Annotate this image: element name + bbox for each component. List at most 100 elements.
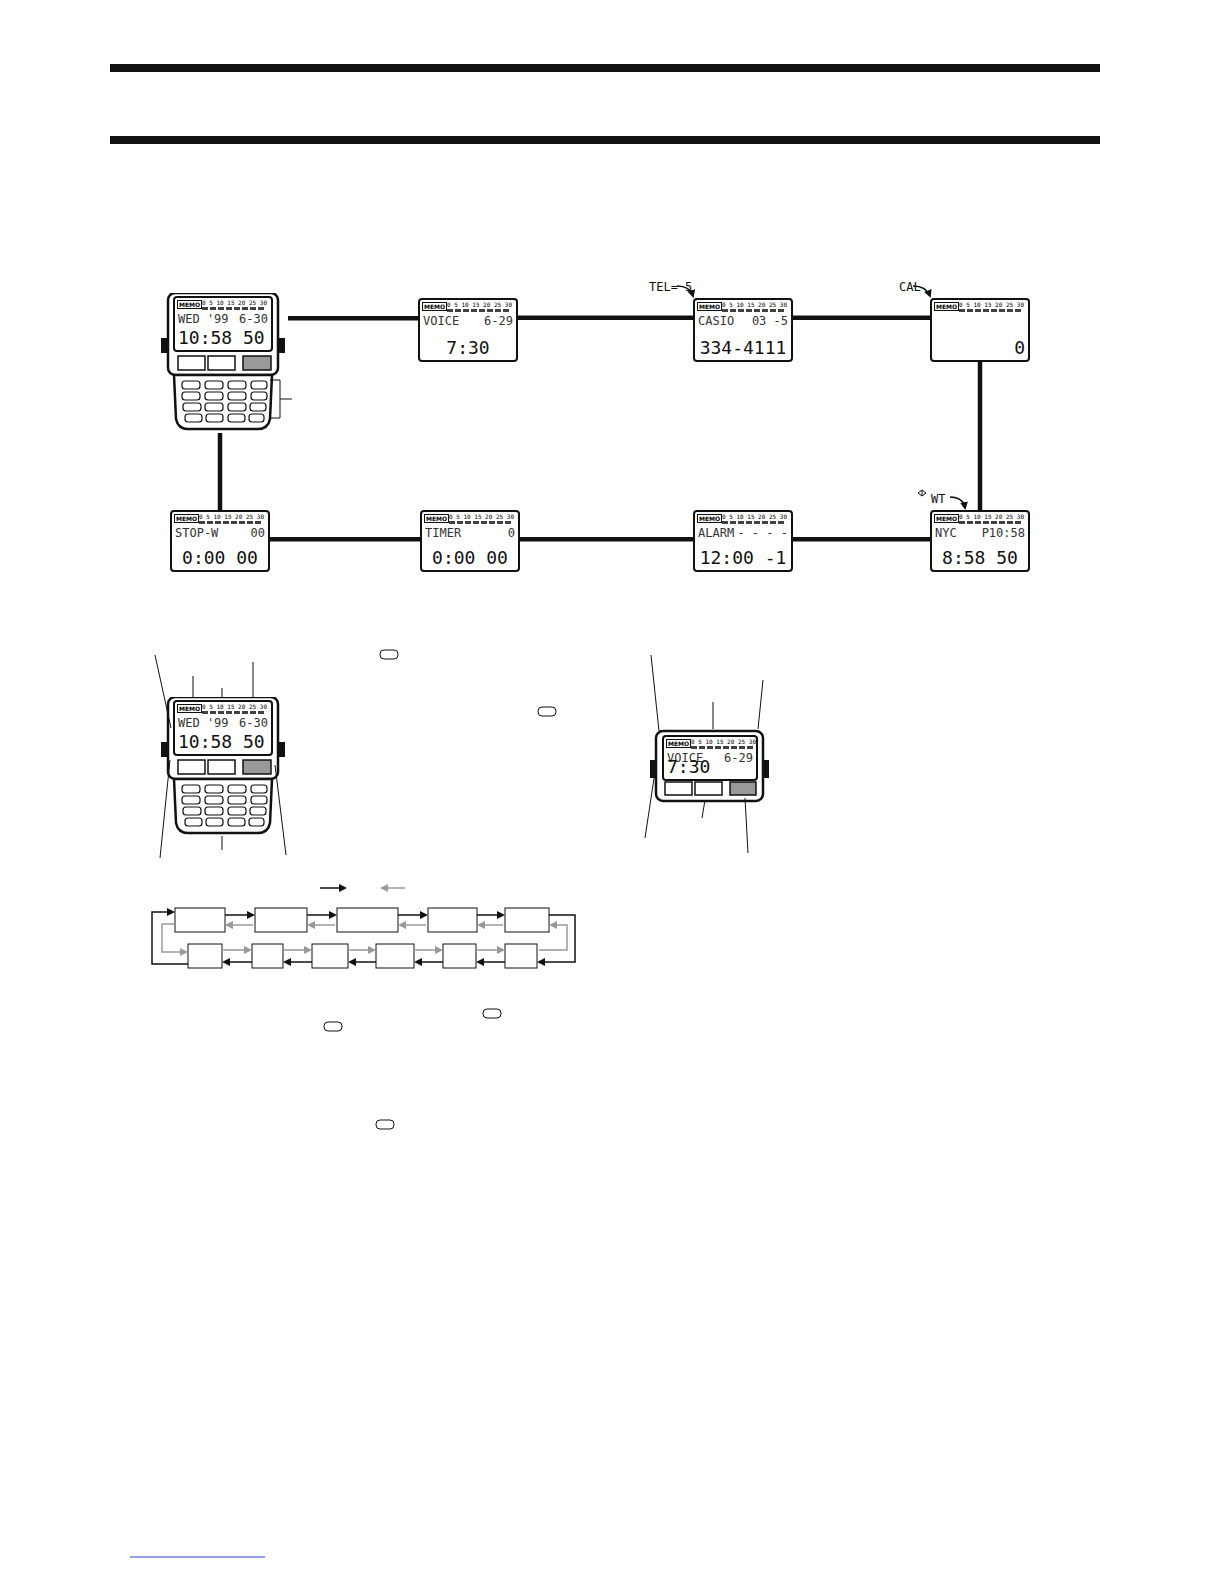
mode-connector	[793, 316, 930, 321]
digit-row: 12:00 -1	[698, 548, 788, 568]
lcd-screen: MEMO0 5 10 15 20 25 30 VOICE 6-29 7:30	[418, 298, 518, 362]
mode-connector	[218, 433, 223, 510]
upper-value: 00	[251, 526, 265, 540]
upper-row: NYC P10:58	[935, 526, 1025, 540]
upper-row: CASIO 03 -5	[698, 314, 788, 328]
digit-value: 0	[1014, 337, 1025, 358]
digit-value: 0:00 00	[182, 547, 258, 568]
lcd-screen: WTMEMO0 5 10 15 20 25 30NYCP10:588:58 50	[930, 510, 1030, 572]
day-scale: 0 5 10 15 20 25 30	[202, 703, 267, 710]
memo-indicator: MEMO	[424, 514, 449, 523]
digit-value: 8:58 50	[942, 547, 1018, 568]
digit-row: 8:58 50	[935, 548, 1025, 568]
memo-indicator: MEMO	[177, 300, 202, 309]
memo-indicator: MEMO	[177, 704, 202, 713]
day-scale: 0 5 10 15 20 25 30	[691, 738, 756, 745]
upper-value: 03 -5	[752, 314, 788, 328]
segment-bars	[449, 521, 513, 524]
mode-connector	[288, 316, 418, 321]
segment-bars	[202, 307, 266, 310]
digit-row: 0:00 00	[175, 548, 265, 568]
day-scale: 0 5 10 15 20 25 30	[199, 513, 264, 520]
mode-text: ALARM	[698, 526, 734, 540]
lcd-screen: MEMO0 5 10 15 20 25 30 TIMER 00:00 00	[420, 510, 520, 572]
digit-row: 7:30	[423, 338, 513, 358]
mode-heading: TEL= 5	[649, 280, 692, 294]
mode-text: TIMER	[425, 526, 461, 540]
segment-bars	[722, 521, 786, 524]
upper-value: P10:58	[982, 526, 1025, 540]
lcd-screen: MEMO0 5 10 15 20 25 30 WED '996-30 10:58 5…	[173, 296, 273, 352]
digit-value: 10:58 50	[178, 731, 265, 752]
mode-heading: WT	[931, 492, 945, 506]
digit-value: 0:00 00	[432, 547, 508, 568]
segment-bars	[959, 309, 1023, 312]
digit-value: 334-4111	[700, 337, 787, 358]
mode-connector	[270, 537, 420, 542]
mode-text: NYC	[935, 526, 957, 540]
lcd-screen: MEMO0 5 10 15 20 25 30VOICE6-297:30	[662, 735, 758, 781]
segment-bars	[447, 309, 511, 312]
day-scale: 0 5 10 15 20 25 30	[447, 301, 512, 308]
day-scale: 0 5 10 15 20 25 30	[959, 301, 1024, 308]
upper-row: STOP-W 00	[175, 526, 265, 540]
memo-indicator: MEMO	[422, 302, 447, 311]
lcd-screen: MEMO0 5 10 15 20 25 30 STOP-W 00 0:00 00	[170, 510, 270, 572]
mode-text: WED '99	[178, 312, 229, 326]
memo-indicator: MEMO	[934, 514, 959, 523]
upper-row: TIMER 0	[425, 526, 515, 540]
mode-heading: CAL	[899, 280, 921, 294]
day-scale: 0 5 10 15 20 25 30	[202, 299, 267, 306]
digit-value: 10:58 50	[178, 327, 265, 348]
memo-indicator: MEMO	[174, 514, 199, 523]
upper-value: 6-30	[239, 716, 268, 730]
memo-indicator: MEMO	[697, 302, 722, 311]
mode-connector	[520, 537, 693, 542]
upper-value: - - - -	[737, 526, 788, 540]
day-scale: 0 5 10 15 20 25 30	[449, 513, 514, 520]
memo-indicator: MEMO	[697, 514, 722, 523]
day-scale: 0 5 10 15 20 25 30	[722, 301, 787, 308]
upper-value: 0	[508, 526, 515, 540]
watch-node: MEMO0 5 10 15 20 25 30 WED '99 6-30 10:58 5…	[158, 697, 288, 837]
memo-indicator: MEMO	[666, 739, 691, 748]
upper-value: 6-29	[484, 314, 513, 328]
digit-value: 7:30	[446, 337, 489, 358]
digit-row: 0:00 00	[425, 548, 515, 568]
mode-text: STOP-W	[175, 526, 218, 540]
mode-text: CASIO	[698, 314, 734, 328]
lcd-screen: TEL= 5MEMO0 5 10 15 20 25 30CASIO03 -533…	[693, 298, 793, 362]
mode-connector	[793, 537, 930, 542]
lcd-screen: MEMO0 5 10 15 20 25 30 WED '99 6-30 10:58 5…	[173, 700, 273, 756]
digit-row: 10:58 50	[178, 732, 268, 752]
day-scale: 0 5 10 15 20 25 30	[959, 513, 1024, 520]
lcd-screen: MEMO0 5 10 15 20 25 30 ALARM- - - - 12:00 …	[693, 510, 793, 572]
upper-row: ALARM- - - -	[698, 526, 788, 540]
watch-node: MEMO0 5 10 15 20 25 30 WED '996-30 10:58 5…	[158, 293, 288, 433]
digit-value: 7:30	[667, 756, 710, 777]
segment-bars	[959, 521, 1023, 524]
digit-row: 7:30	[667, 757, 753, 777]
day-scale: 0 5 10 15 20 25 30	[722, 513, 787, 520]
lcd-screen: CALMEMO0 5 10 15 20 25 300	[930, 298, 1030, 362]
upper-row: WED '99 6-30	[178, 716, 268, 730]
digit-row: 0	[935, 338, 1025, 358]
segment-bars	[199, 521, 263, 524]
upper-value: 6-29	[724, 751, 753, 765]
mode-text: WED '99	[178, 716, 229, 730]
mode-connector	[518, 316, 693, 321]
memo-indicator: MEMO	[934, 302, 959, 311]
upper-row: WED '996-30	[178, 312, 268, 326]
segment-bars	[691, 746, 755, 749]
digit-value: 12:00 -1	[700, 547, 787, 568]
mode-connector	[978, 362, 983, 510]
segment-bars	[722, 309, 786, 312]
mode-text: VOICE	[423, 314, 459, 328]
segment-bars	[202, 711, 266, 714]
digit-row: 334-4111	[698, 338, 788, 358]
upper-row: VOICE 6-29	[423, 314, 513, 328]
digit-row: 10:58 50	[178, 328, 268, 348]
